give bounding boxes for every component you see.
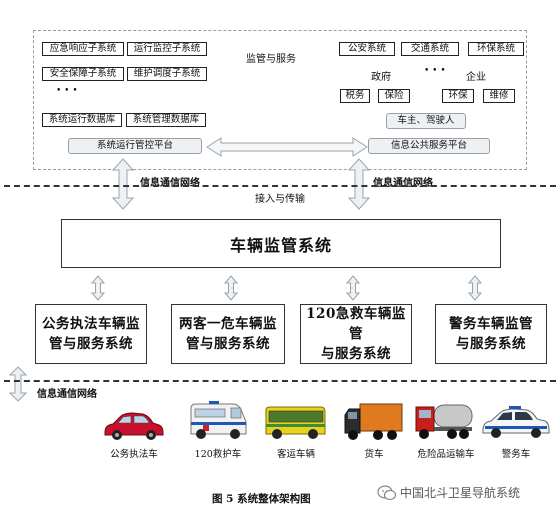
- wechat-logo-icon: [377, 485, 397, 501]
- subsystem-police-box: 警务车辆监管与服务系统: [435, 304, 547, 364]
- vehicle-label-police: 警务车: [501, 449, 531, 460]
- left-ellipsis: • • •: [56, 86, 78, 96]
- sub-arrow-2-icon: [224, 275, 238, 301]
- enterprise-label: 企业: [466, 72, 486, 83]
- vehicle-label-truck: 货车: [364, 449, 384, 460]
- watermark-text: 中国北斗卫星导航系统: [400, 486, 521, 500]
- access-transport-label: 接入与传输: [255, 194, 305, 205]
- repair-box: 维修: [483, 89, 515, 103]
- sub-arrow-1-icon: [91, 275, 105, 301]
- subsystem-1-line2: 管与服务系统: [49, 336, 133, 352]
- left-network-arrow-icon: [112, 158, 134, 210]
- subsystem-3-line2: 与服务系统: [321, 346, 391, 362]
- access-divider-line: [4, 185, 556, 187]
- bottom-network-arrow-icon: [9, 366, 27, 402]
- subsystem-4-line1: 警务车辆监管: [449, 316, 533, 332]
- sedan-icon: [104, 412, 164, 440]
- top-region: [33, 30, 527, 170]
- gov-traffic-box: 交通系统: [401, 42, 459, 56]
- government-label: 政府: [371, 72, 391, 83]
- platform-double-arrow-icon: [206, 137, 368, 157]
- subsystem-emergency-box: 应急响应子系统: [42, 42, 124, 56]
- subsystem-hazard-vehicle-box: 两客一危车辆监管与服务系统: [171, 304, 285, 364]
- network-label-right: 信息通信网络: [373, 178, 433, 189]
- enterprise-environment-box: 环保: [442, 89, 474, 103]
- sub-arrow-4-icon: [468, 275, 482, 301]
- vehicle-label-bus: 客运车辆: [276, 449, 315, 460]
- subsystem-3-line1: 120急救车辆监管: [306, 306, 406, 342]
- vehicle-supervision-system-box: 车辆监管系统: [61, 219, 501, 268]
- vehicle-label-official: 公务执法车: [110, 449, 158, 460]
- subsystem-ambulance-box: 120急救车辆监管与服务系统: [300, 304, 412, 364]
- subsystem-4-line2: 与服务系统: [456, 336, 526, 352]
- gov-police-box: 公安系统: [339, 42, 395, 56]
- bottom-network-label: 信息通信网络: [37, 389, 97, 400]
- subsystem-monitor-box: 运行监控子系统: [127, 42, 207, 56]
- figure-caption: 图 5 系统整体架构图: [212, 493, 311, 505]
- bus-icon: [265, 406, 326, 439]
- insurance-box: 保险: [378, 89, 410, 103]
- platform-operation-control: 系统运行管控平台: [68, 138, 202, 154]
- subsystem-maintenance-box: 维护调度子系统: [127, 67, 207, 81]
- vehicle-supervision-system-label: 车辆监管系统: [229, 235, 332, 255]
- vehicle-label-ambulance: 120救护车: [194, 449, 242, 460]
- gov-environment-box: 环保系统: [468, 42, 524, 56]
- center-label-supervision: 监管与服务: [246, 54, 296, 65]
- subsystem-safety-box: 安全保障子系统: [42, 67, 124, 81]
- bottom-network-line: [4, 380, 556, 382]
- platform-public-service: 信息公共服务平台: [368, 138, 490, 154]
- subsystem-2-line2: 管与服务系统: [186, 336, 270, 352]
- subsystem-official-vehicle-box: 公务执法车辆监管与服务系统: [35, 304, 147, 364]
- police-car-icon: [482, 406, 550, 438]
- subsystem-2-line1: 两客一危车辆监: [179, 316, 277, 332]
- sub-arrow-3-icon: [346, 275, 360, 301]
- network-label-left: 信息通信网络: [140, 178, 200, 189]
- owner-driver-box: 车主、驾驶人: [386, 113, 466, 129]
- vehicle-label-tanker: 危险品运输车: [417, 449, 475, 460]
- subsystem-1-line1: 公务执法车辆监: [42, 316, 140, 332]
- db-management-box: 系统管理数据库: [126, 113, 206, 127]
- ambulance-icon: [190, 401, 247, 439]
- db-operation-box: 系统运行数据库: [42, 113, 122, 127]
- right-ellipsis: • • •: [424, 66, 446, 76]
- tax-box: 税务: [340, 89, 370, 103]
- tanker-icon: [415, 404, 473, 439]
- right-network-arrow-icon: [348, 158, 370, 210]
- truck-icon: [344, 403, 403, 440]
